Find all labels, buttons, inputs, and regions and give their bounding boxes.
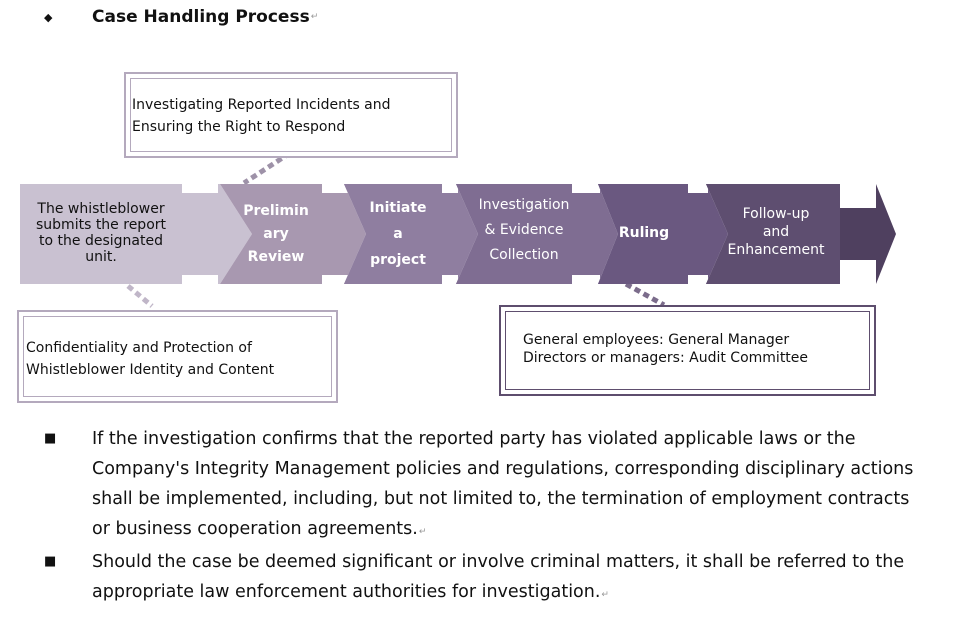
bullet-item-2: ■ Should the case be deemed significant … <box>44 547 924 610</box>
step-3-line-2: a <box>393 226 403 242</box>
step-2-line-2: ary <box>263 226 289 242</box>
section-title: Case Handling Process <box>92 7 310 27</box>
callout-confidentiality-line-1: Confidentiality and Protection of <box>26 340 252 356</box>
step-4-line-3: Collection <box>489 247 559 263</box>
step-label-5: Ruling <box>608 221 680 246</box>
bullet-list: ■ If the investigation confirms that the… <box>44 424 924 610</box>
step-1-line-1: The whistleblower <box>37 201 165 217</box>
step-2-line-1: Prelimin <box>243 203 309 219</box>
callout-confidentiality: Confidentiality and Protection of Whistl… <box>17 310 338 403</box>
flow-arrow-head <box>840 184 896 284</box>
step-4-line-1: Investigation <box>478 197 570 213</box>
bullet-item-1: ■ If the investigation confirms that the… <box>44 424 924 547</box>
paragraph-mark-icon: ↵ <box>601 590 609 600</box>
bullet-text-1-body: If the investigation confirms that the r… <box>92 429 914 539</box>
step-label-2: Prelimin ary Review <box>236 200 316 269</box>
flow-step-4 <box>456 184 618 284</box>
flow-step-5 <box>598 184 728 284</box>
step-6-line-3: Enhancement <box>727 242 825 258</box>
step-4-line-2: & Evidence <box>484 222 564 238</box>
step-6-line-2: and <box>762 224 790 240</box>
bullet-text-2-body: Should the case be deemed significant or… <box>92 552 905 602</box>
diamond-bullet-icon: ◆ <box>44 10 53 24</box>
step-2-line-3: Review <box>247 249 305 265</box>
callout-investigation-line-1: Investigating Reported Incidents and <box>132 97 391 113</box>
callout-ruling-authority-line-1: General employees: General Manager <box>523 332 790 348</box>
callout-ruling-authority-inner-border <box>505 311 870 390</box>
callout-ruling-authority-line-2: Directors or managers: Audit Committee <box>523 350 809 366</box>
step-6-line-1: Follow-up <box>742 206 810 222</box>
step-5-line-1: Ruling <box>618 225 670 241</box>
callout-investigation: Investigating Reported Incidents and Ens… <box>124 72 458 158</box>
bullet-text-1: If the investigation confirms that the r… <box>92 424 924 547</box>
step-label-1: The whistleblower submits the report to … <box>26 201 176 265</box>
callout-ruling-authority-text: General employees: General Manager Direc… <box>523 331 808 367</box>
step-1-line-4: unit. <box>85 249 117 265</box>
step-label-6: Follow-up and Enhancement <box>718 205 834 259</box>
callout-confidentiality-inner-border <box>23 316 332 397</box>
connector-right <box>624 281 666 308</box>
flow-step-6 <box>706 184 840 284</box>
step-label-3: Initiate a project <box>358 195 438 273</box>
paragraph-mark-icon: ↵ <box>310 12 319 22</box>
section-heading: ◆ Case Handling Process ↵ <box>44 4 318 30</box>
step-1-line-3: to the designated <box>39 233 163 249</box>
callout-ruling-authority: General employees: General Manager Direc… <box>499 305 876 396</box>
flow-step-3 <box>344 184 478 284</box>
flow-step-1 <box>20 184 252 284</box>
connector-left <box>126 284 154 308</box>
paragraph-mark-icon: ↵ <box>418 527 427 537</box>
step-3-line-1: Initiate <box>369 200 427 216</box>
square-bullet-icon: ■ <box>44 431 57 446</box>
step-3-line-3: project <box>370 252 426 268</box>
callout-investigation-text: Investigating Reported Incidents and Ens… <box>132 94 391 138</box>
flow-step-2 <box>220 184 366 284</box>
callout-confidentiality-line-2: Whistleblower Identity and Content <box>26 362 275 378</box>
connector-top <box>242 150 292 186</box>
callout-investigation-inner-border <box>130 78 452 152</box>
square-bullet-icon: ■ <box>44 554 57 569</box>
step-label-4: Investigation & Evidence Collection <box>464 193 584 268</box>
bullet-text-2: Should the case be deemed significant or… <box>92 547 924 610</box>
callout-investigation-line-2: Ensuring the Right to Respond <box>132 119 346 135</box>
step-1-line-2: submits the report <box>36 217 166 233</box>
callout-confidentiality-text: Confidentiality and Protection of Whistl… <box>26 337 274 381</box>
